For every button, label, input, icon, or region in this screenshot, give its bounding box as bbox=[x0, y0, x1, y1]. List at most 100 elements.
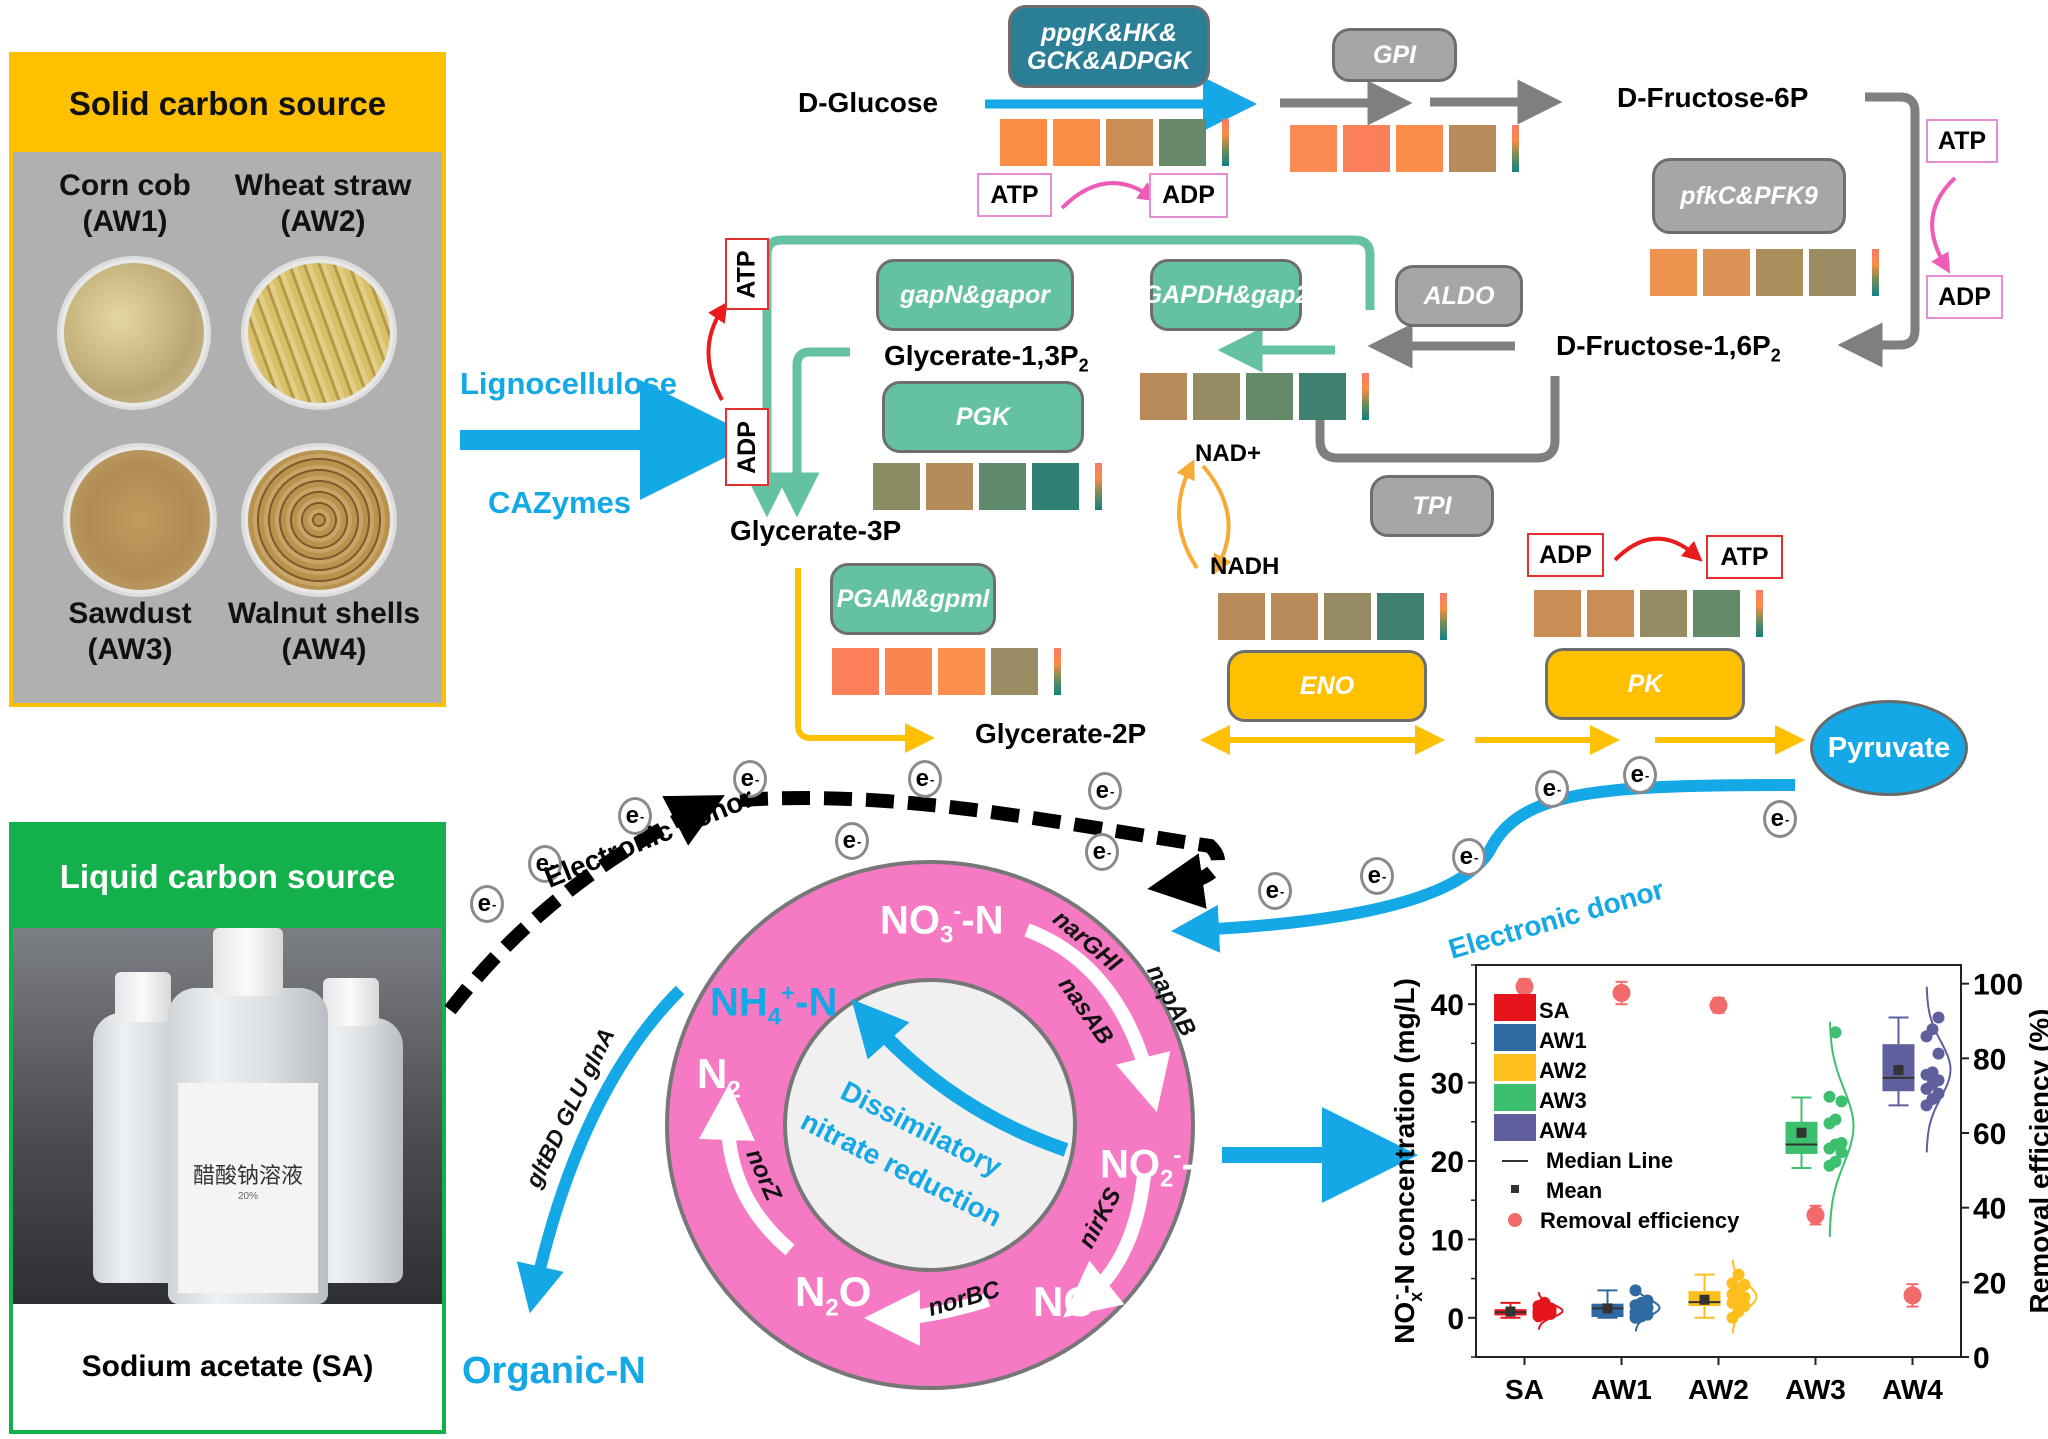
sample-name: Walnut shells bbox=[227, 597, 421, 630]
electron-charge: - bbox=[930, 771, 935, 787]
liquid-donor-arrow bbox=[444, 795, 725, 1015]
heatmap-cell bbox=[885, 648, 932, 695]
no2-main: NO bbox=[1100, 1142, 1160, 1187]
electron-icon: e- bbox=[1763, 800, 1797, 838]
heatmap-gpi bbox=[1290, 125, 1519, 172]
dnra-arrow bbox=[851, 999, 1069, 1157]
heatmap-pgk bbox=[873, 463, 1102, 510]
adp-box-pk: ADP bbox=[1527, 533, 1604, 577]
bottle-cap-left bbox=[115, 972, 171, 1022]
enzyme-tpi: TPI bbox=[1370, 475, 1494, 537]
atp-adp-curve-pfk bbox=[1930, 176, 1957, 274]
heatmap-cell bbox=[1140, 373, 1187, 420]
liquid-carbon-panel: Liquid carbon source 醋酸钠溶液 20% Sodium ac… bbox=[9, 822, 446, 1434]
metabolite-d-glucose: D-Glucose bbox=[798, 87, 939, 118]
electron-icon: e- bbox=[1088, 772, 1122, 810]
heatmap-ppgk bbox=[1000, 119, 1229, 166]
electron-charge: - bbox=[1110, 783, 1115, 799]
no-to-n2o-arrow bbox=[864, 1289, 991, 1346]
solid-carbon-title: Solid carbon source bbox=[13, 56, 442, 152]
electron-symbol: e bbox=[915, 765, 929, 792]
heatmap-eno bbox=[1218, 593, 1447, 640]
assimilation-arrow bbox=[516, 985, 685, 1314]
heatmap-gapdh bbox=[1140, 373, 1369, 420]
electron-symbol: e bbox=[1630, 761, 1644, 788]
heatmap-color-scale bbox=[1512, 125, 1519, 172]
no2-tail: -N bbox=[1181, 1142, 1224, 1187]
enzyme-gpi: GPI bbox=[1332, 28, 1457, 82]
enzyme-eno: ENO bbox=[1227, 650, 1427, 722]
bottle-cap-center bbox=[213, 928, 283, 996]
electron-symbol: e bbox=[1265, 877, 1279, 904]
pgk-arrow bbox=[774, 347, 850, 518]
pyruvate-donor-arrow bbox=[1171, 779, 1796, 953]
electron-charge: - bbox=[1645, 767, 1650, 783]
no2-sub: 2 bbox=[1160, 1165, 1174, 1193]
electron-charge: - bbox=[492, 896, 497, 912]
heatmap-color-scale bbox=[1440, 593, 1447, 640]
sample-label-sawdust: Sawdust (AW3) bbox=[35, 596, 225, 668]
corn-cob-photo bbox=[57, 256, 211, 410]
electron-charge: - bbox=[1107, 844, 1112, 860]
nadh-to-nad-arrow bbox=[1176, 458, 1199, 570]
bottle-label-subtext: 20% bbox=[237, 1191, 258, 1202]
enzyme-pgam-gpml: PGAM&gpml bbox=[830, 563, 996, 635]
sample-name: Corn cob bbox=[59, 169, 191, 202]
heatmap-cell bbox=[1159, 119, 1206, 166]
solid-carbon-panel: Solid carbon source Corn cob (AW1) Wheat… bbox=[9, 52, 446, 707]
n2o-to-n2-arrow bbox=[699, 1084, 795, 1256]
heatmap-cell bbox=[1053, 119, 1100, 166]
enzyme-aldo: ALDO bbox=[1395, 265, 1523, 327]
heatmap-color-scale bbox=[1756, 590, 1763, 637]
nad-to-nadh-arrow bbox=[1201, 464, 1232, 575]
no3-main: NO bbox=[880, 898, 940, 943]
no2-to-no-arrow bbox=[1063, 1174, 1151, 1318]
n2o-tail: O bbox=[838, 1268, 872, 1315]
metabolite-glycerate-3p: Glycerate-3P bbox=[730, 515, 902, 546]
electron-icon: e- bbox=[1085, 833, 1119, 871]
bottle-cap-right bbox=[323, 978, 379, 1026]
electron-icon: e- bbox=[733, 760, 767, 798]
atp-text: ATP bbox=[732, 249, 761, 299]
heatmap-pk bbox=[1534, 590, 1763, 637]
sample-label-corn-cob: Corn cob (AW1) bbox=[35, 168, 215, 240]
adp-box-hk: ADP bbox=[1149, 173, 1228, 218]
heatmap-cell bbox=[1703, 249, 1750, 296]
electron-icon: e- bbox=[1452, 838, 1486, 876]
no3-to-no2-arrow bbox=[1024, 923, 1171, 1113]
atp-box-pgk: ATP bbox=[725, 238, 769, 310]
enzyme-pgk: PGK bbox=[882, 381, 1084, 453]
cazymes-label: CAZymes bbox=[488, 485, 631, 520]
heatmap-color-scale bbox=[1872, 249, 1879, 296]
heatmap-cell bbox=[1640, 590, 1687, 637]
heatmap-pgam bbox=[832, 648, 1061, 695]
heatmap-cell bbox=[938, 648, 985, 695]
label-no2-n: NO2--N bbox=[1100, 1142, 1224, 1193]
heatmap-pfkc bbox=[1650, 249, 1879, 296]
nh4-sub: 4 bbox=[767, 1003, 782, 1031]
heatmap-cell bbox=[1290, 125, 1337, 172]
enzyme-ppgk-hk-gck-adpgk: ppgK&HK& GCK&ADPGK bbox=[1008, 5, 1210, 88]
metabolite-glycerate-13p2: Glycerate-1,3P2 bbox=[884, 340, 1089, 377]
electron-symbol: e bbox=[1092, 838, 1106, 865]
heatmap-cell bbox=[1324, 593, 1371, 640]
heatmap-cell bbox=[979, 463, 1026, 510]
heatmap-color-scale bbox=[1222, 119, 1229, 166]
heatmap-cell bbox=[1756, 249, 1803, 296]
electron-symbol: e bbox=[535, 850, 549, 877]
metabolite-pyruvate: Pyruvate bbox=[1810, 700, 1968, 796]
electron-symbol: e bbox=[1367, 862, 1381, 889]
no3-sub: 3 bbox=[940, 921, 954, 949]
subscript: 2 bbox=[1078, 355, 1089, 376]
electron-symbol: e bbox=[1095, 777, 1109, 804]
electron-symbol: e bbox=[842, 827, 856, 854]
electron-charge: - bbox=[1382, 868, 1387, 884]
heatmap-cell bbox=[1032, 463, 1079, 510]
heatmap-cell bbox=[1449, 125, 1496, 172]
metabolite-nadh: NADH bbox=[1210, 553, 1280, 580]
electron-symbol: e bbox=[625, 802, 639, 829]
heatmap-cell bbox=[1693, 590, 1740, 637]
electron-charge: - bbox=[640, 808, 645, 824]
n2-main: N bbox=[697, 1050, 728, 1097]
lignocellulose-label: Lignocellulose bbox=[460, 366, 678, 401]
